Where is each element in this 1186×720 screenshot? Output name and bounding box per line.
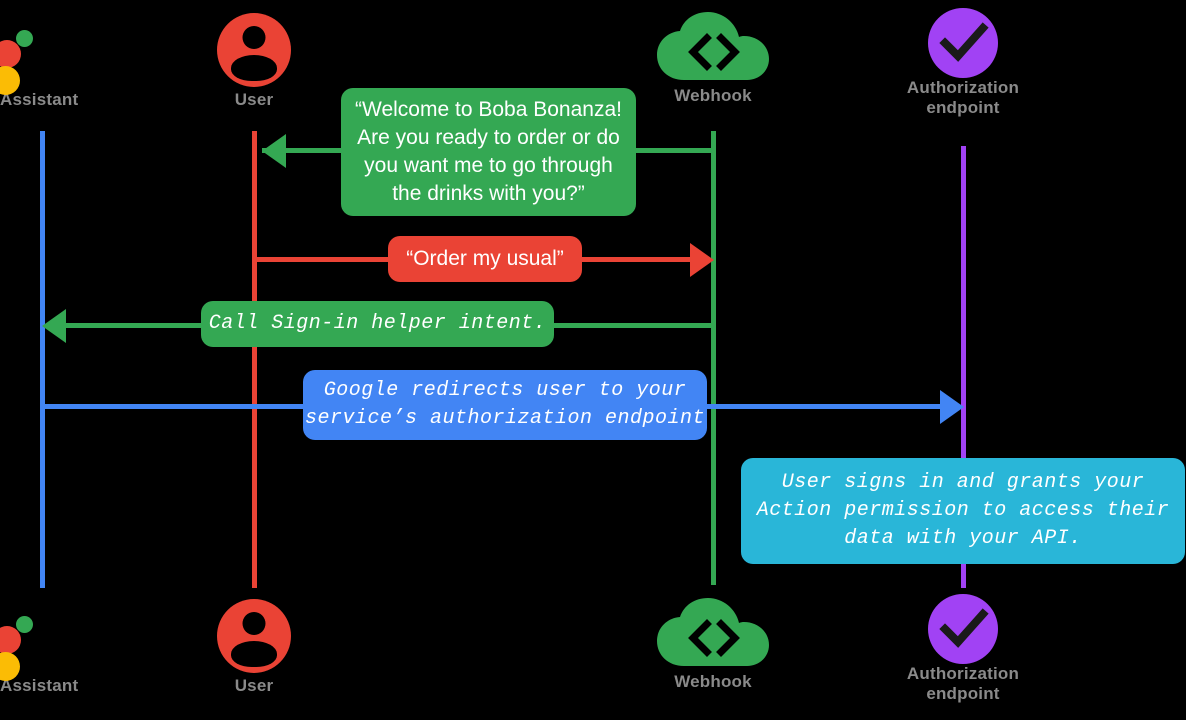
arrowhead-google-redirects: [940, 390, 964, 424]
actor-assistant-top: Assistant: [0, 8, 142, 110]
authorization-label-line1: Authorization: [906, 78, 1020, 97]
user-body-shape: [231, 641, 277, 667]
actor-label-user-bottom: User: [234, 676, 274, 695]
arrowhead-welcome: [262, 134, 286, 168]
welcome-line-1: “Welcome to Boba Bonanza!: [355, 98, 622, 121]
user-signs-in-line-2: Action permission to access their: [756, 499, 1170, 522]
assistant-icon-top: [0, 8, 142, 95]
assistant-yellow-dot-icon: [0, 66, 20, 95]
actor-label-user-top: User: [234, 90, 274, 109]
actor-authorization-top: Authorization endpoint: [863, 4, 1063, 118]
welcome-line-4: the drinks with you?”: [392, 182, 585, 205]
message-bubble-order-my-usual: “Order my usual”: [388, 236, 582, 282]
actor-label-webhook-top: Webhook: [674, 86, 752, 105]
assistant-icon-bottom: [0, 594, 142, 681]
welcome-line-3: you want me to go through: [364, 154, 613, 177]
actor-webhook-bottom: Webhook: [613, 592, 813, 692]
actor-authorization-bottom: Authorization endpoint: [863, 590, 1063, 704]
actor-user-bottom: User: [154, 594, 354, 696]
lifeline-assistant: [40, 131, 45, 588]
user-head-shape: [242, 26, 266, 49]
order-my-usual-line-1: “Order my usual”: [406, 247, 564, 270]
actor-webhook-top: Webhook: [613, 6, 813, 106]
assistant-green-dot-icon: [16, 616, 33, 633]
assistant-green-dot-icon: [16, 30, 33, 47]
webhook-icon-top: [613, 6, 813, 84]
user-icon-bottom: [154, 594, 354, 673]
message-bubble-welcome: “Welcome to Boba Bonanza! Are you ready …: [341, 88, 636, 216]
purple-checkmark-icon: [928, 8, 998, 78]
assistant-red-dot-icon: [0, 626, 21, 654]
cloud-code-icon: [657, 598, 769, 666]
user-signs-in-line-1: User signs in and grants your: [781, 471, 1145, 494]
actor-label-webhook-bottom: Webhook: [674, 672, 752, 691]
arrowhead-order-my-usual: [690, 243, 714, 277]
message-bubble-google-redirects: Google redirects user to your service’s …: [303, 370, 707, 440]
checkmark-glyph: [939, 608, 989, 648]
actor-label-assistant-bottom: Assistant: [0, 676, 79, 695]
authorization-label-line2: endpoint: [926, 684, 1000, 703]
authorization-icon-top: [863, 4, 1063, 80]
actor-label-assistant-top: Assistant: [0, 90, 79, 109]
user-icon-top: [154, 8, 354, 87]
google-redirects-line-1: Google redirects user to your: [323, 379, 687, 402]
user-person-icon: [217, 599, 291, 673]
user-signs-in-line-3: data with your API.: [844, 527, 1082, 550]
assistant-red-dot-icon: [0, 40, 21, 68]
message-bubble-user-signs-in: User signs in and grants your Action per…: [741, 458, 1185, 564]
webhook-icon-bottom: [613, 592, 813, 670]
authorization-label-line1: Authorization: [906, 664, 1020, 683]
google-redirects-line-2: service’s authorization endpoint: [304, 407, 706, 430]
authorization-icon-bottom: [863, 590, 1063, 666]
authorization-label-line2: endpoint: [926, 98, 1000, 117]
assistant-yellow-dot-icon: [0, 652, 20, 681]
cloud-code-icon: [657, 12, 769, 80]
user-person-icon: [217, 13, 291, 87]
actor-label-authorization-top: Authorization endpoint: [863, 78, 1063, 118]
user-head-shape: [242, 612, 266, 635]
actor-assistant-bottom: Assistant: [0, 594, 142, 696]
call-signin-helper-line-1: Call Sign-in helper intent.: [208, 312, 547, 335]
checkmark-glyph: [939, 22, 989, 62]
message-bubble-call-signin-helper: Call Sign-in helper intent.: [201, 301, 554, 347]
arrowhead-call-signin-helper: [42, 309, 66, 343]
lifeline-authorization: [961, 146, 966, 588]
purple-checkmark-icon: [928, 594, 998, 664]
actor-label-authorization-bottom: Authorization endpoint: [863, 664, 1063, 704]
user-body-shape: [231, 55, 277, 81]
lifeline-user: [252, 131, 257, 588]
welcome-line-2: Are you ready to order or do: [357, 126, 620, 149]
lifeline-webhook: [711, 131, 716, 585]
actor-user-top: User: [154, 8, 354, 110]
